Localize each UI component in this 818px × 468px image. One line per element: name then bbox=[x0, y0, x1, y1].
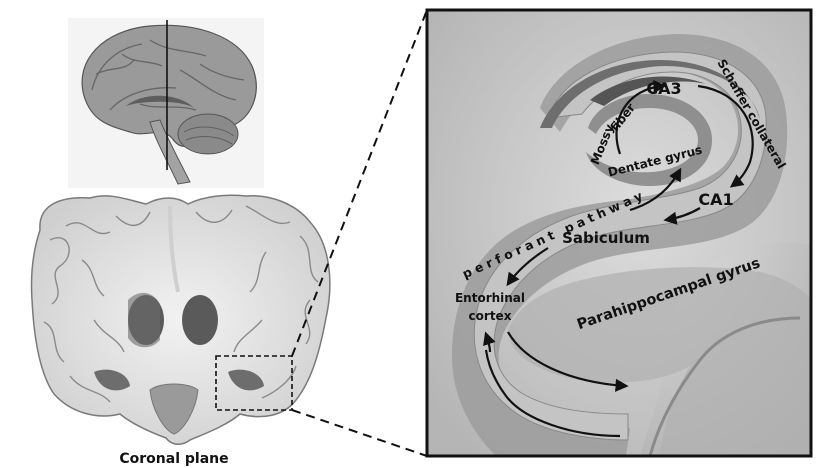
label-subiculum: Sabiculum bbox=[562, 229, 650, 247]
label-ca1: CA1 bbox=[698, 190, 733, 209]
label-entorhinal: Entorhinal bbox=[455, 291, 525, 305]
label-cortex: cortex bbox=[469, 309, 512, 323]
label-ca3: CA3 bbox=[646, 79, 681, 98]
hippocampus-detail-panel: CA3 CA1 Mossy fiber Schaffer collateral … bbox=[427, 10, 811, 456]
sagittal-brain-illustration bbox=[68, 18, 264, 188]
coronal-slice-illustration bbox=[31, 195, 329, 444]
coronal-plane-caption: Coronal plane bbox=[119, 451, 228, 467]
